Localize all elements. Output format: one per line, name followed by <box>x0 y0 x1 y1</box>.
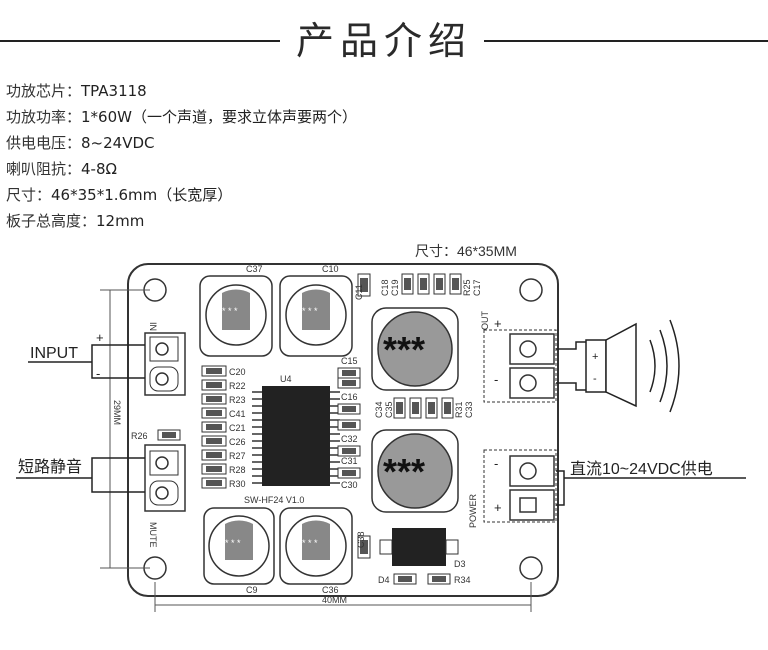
svg-text:* * *: * * * <box>225 538 241 548</box>
svg-text:C36: C36 <box>322 585 339 595</box>
header-rule-left <box>0 40 280 42</box>
dim-height-label: 29MM <box>112 400 122 425</box>
left-part-column: C20 R22 R23 C41 C21 C26 R27 R28 R30 <box>201 365 246 489</box>
top-part-row: C18 C19 R25 C17 <box>380 273 482 296</box>
svg-text:C9: C9 <box>246 585 258 595</box>
inductor-bottom: *** <box>371 429 459 513</box>
spec-impedance: 喇叭阻抗：4-8Ω <box>6 160 117 178</box>
svg-text:* * *: * * * <box>302 538 318 548</box>
svg-text:C33: C33 <box>464 401 474 418</box>
svg-text:C32: C32 <box>341 434 358 444</box>
conn-power-label: POWER <box>468 493 478 528</box>
svg-text:C19: C19 <box>390 279 400 296</box>
svg-text:C18: C18 <box>380 279 390 296</box>
input-minus: - <box>96 366 100 381</box>
svg-text:* * *: * * * <box>222 306 238 316</box>
svg-text:C17: C17 <box>472 279 482 296</box>
svg-text:R23: R23 <box>229 395 246 405</box>
out-minus: - <box>494 372 498 387</box>
conn-in-label: IN <box>148 322 158 331</box>
svg-text:C41: C41 <box>229 409 246 419</box>
mount-hole-tr <box>519 278 543 302</box>
power-minus: - <box>494 456 498 471</box>
svg-text:SW-HF24 V1.0: SW-HF24 V1.0 <box>244 495 304 505</box>
mount-hole-br <box>519 556 543 580</box>
spec-chip: 功放芯片：TPA3118 <box>6 82 147 100</box>
size-label: 尺寸：46*35MM <box>415 243 517 259</box>
svg-text:R28: R28 <box>229 465 246 475</box>
power-label: 直流10~24VDC供电 <box>570 460 713 478</box>
svg-text:C16: C16 <box>341 392 358 402</box>
svg-text:R22: R22 <box>229 381 246 391</box>
inductor-top: *** <box>371 307 459 391</box>
input-label: INPUT <box>30 345 78 362</box>
power-plus: + <box>494 500 502 515</box>
page-title: 产品介绍 <box>295 19 472 63</box>
svg-text:R34: R34 <box>454 575 471 585</box>
svg-text:C15: C15 <box>341 356 358 366</box>
svg-text:***: *** <box>383 451 425 492</box>
spec-power: 功放功率：1*60W（一个声道，要求立体声要两个） <box>6 108 357 126</box>
svg-text:C20: C20 <box>229 367 246 377</box>
svg-text:C21: C21 <box>229 423 246 433</box>
mute-label: 短路静音 <box>18 458 82 476</box>
svg-text:R30: R30 <box>229 479 246 489</box>
svg-text:C31: C31 <box>341 456 358 466</box>
mid-part-row: C34 C35 R31 C33 <box>374 397 474 419</box>
spec-size: 尺寸：46*35*1.6mm（长宽厚） <box>6 186 233 204</box>
svg-text:C37: C37 <box>246 264 263 274</box>
svg-text:D4: D4 <box>378 575 390 585</box>
right-part-column: C15 C16 C32 C31 C30 <box>337 356 361 490</box>
svg-text:U4: U4 <box>280 374 292 384</box>
svg-text:R27: R27 <box>229 451 246 461</box>
spec-height: 板子总高度：12mm <box>6 212 145 230</box>
dim-width-label: 40MM <box>322 595 347 605</box>
conn-mute-label: MUTE <box>148 522 158 548</box>
svg-text:D3: D3 <box>454 559 466 569</box>
svg-text:C11: C11 <box>354 284 364 300</box>
input-plus: + <box>96 330 104 345</box>
svg-text:-: - <box>593 373 597 385</box>
svg-text:***: *** <box>383 329 425 370</box>
svg-text:C10: C10 <box>322 264 339 274</box>
svg-text:* * *: * * * <box>302 306 318 316</box>
cap-c10: * * * C10 <box>279 264 353 357</box>
cap-c37: * * * C37 <box>199 264 273 357</box>
svg-text:R31: R31 <box>454 401 464 418</box>
out-plus: + <box>494 316 502 331</box>
spec-voltage: 供电电压：8~24VDC <box>6 134 155 152</box>
svg-text:C35: C35 <box>384 401 394 418</box>
svg-text:C34: C34 <box>374 401 384 418</box>
cap-c9: * * * C9 <box>203 507 275 595</box>
header-rule-right <box>484 40 768 42</box>
svg-text:C30: C30 <box>341 480 358 490</box>
svg-text:C38: C38 <box>356 531 366 548</box>
cap-c36: * * * C36 <box>279 507 353 595</box>
svg-text:+: + <box>592 351 598 363</box>
conn-out-label: OUT <box>480 311 490 331</box>
svg-text:R26: R26 <box>131 431 148 441</box>
svg-text:R25: R25 <box>462 279 472 296</box>
svg-text:C26: C26 <box>229 437 246 447</box>
